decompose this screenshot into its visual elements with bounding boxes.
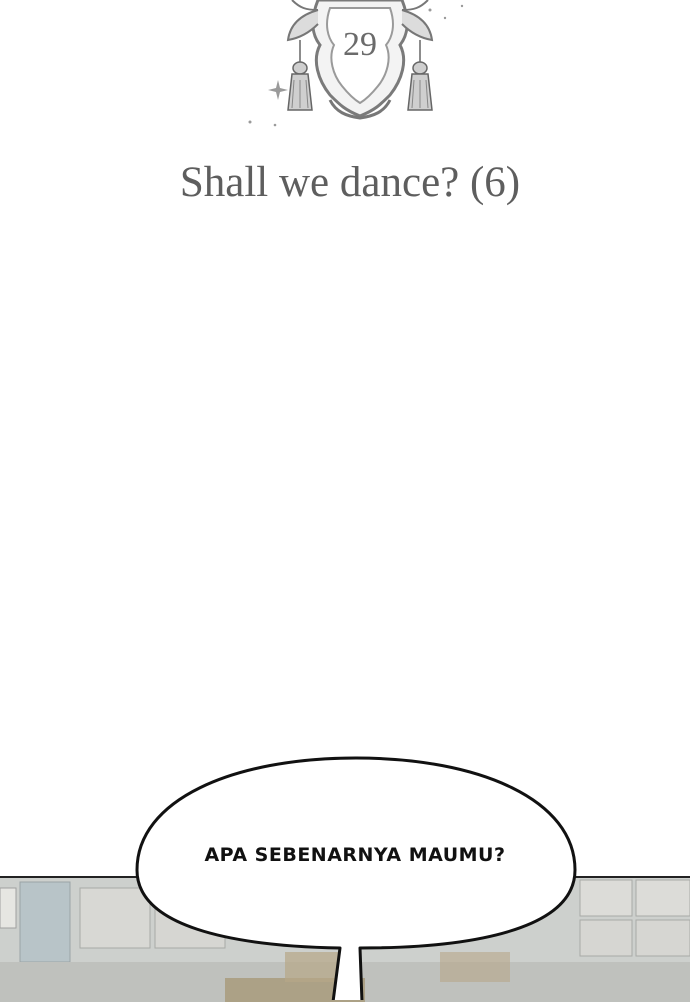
speech-text: APA SEBENARNYA MAUMU? [204,844,506,866]
chapter-title: Shall we dance? (6) [179,159,521,206]
classroom-background [0,878,690,1002]
ornate-crest-icon [248,0,464,127]
chapter-number: 29 [343,26,377,63]
